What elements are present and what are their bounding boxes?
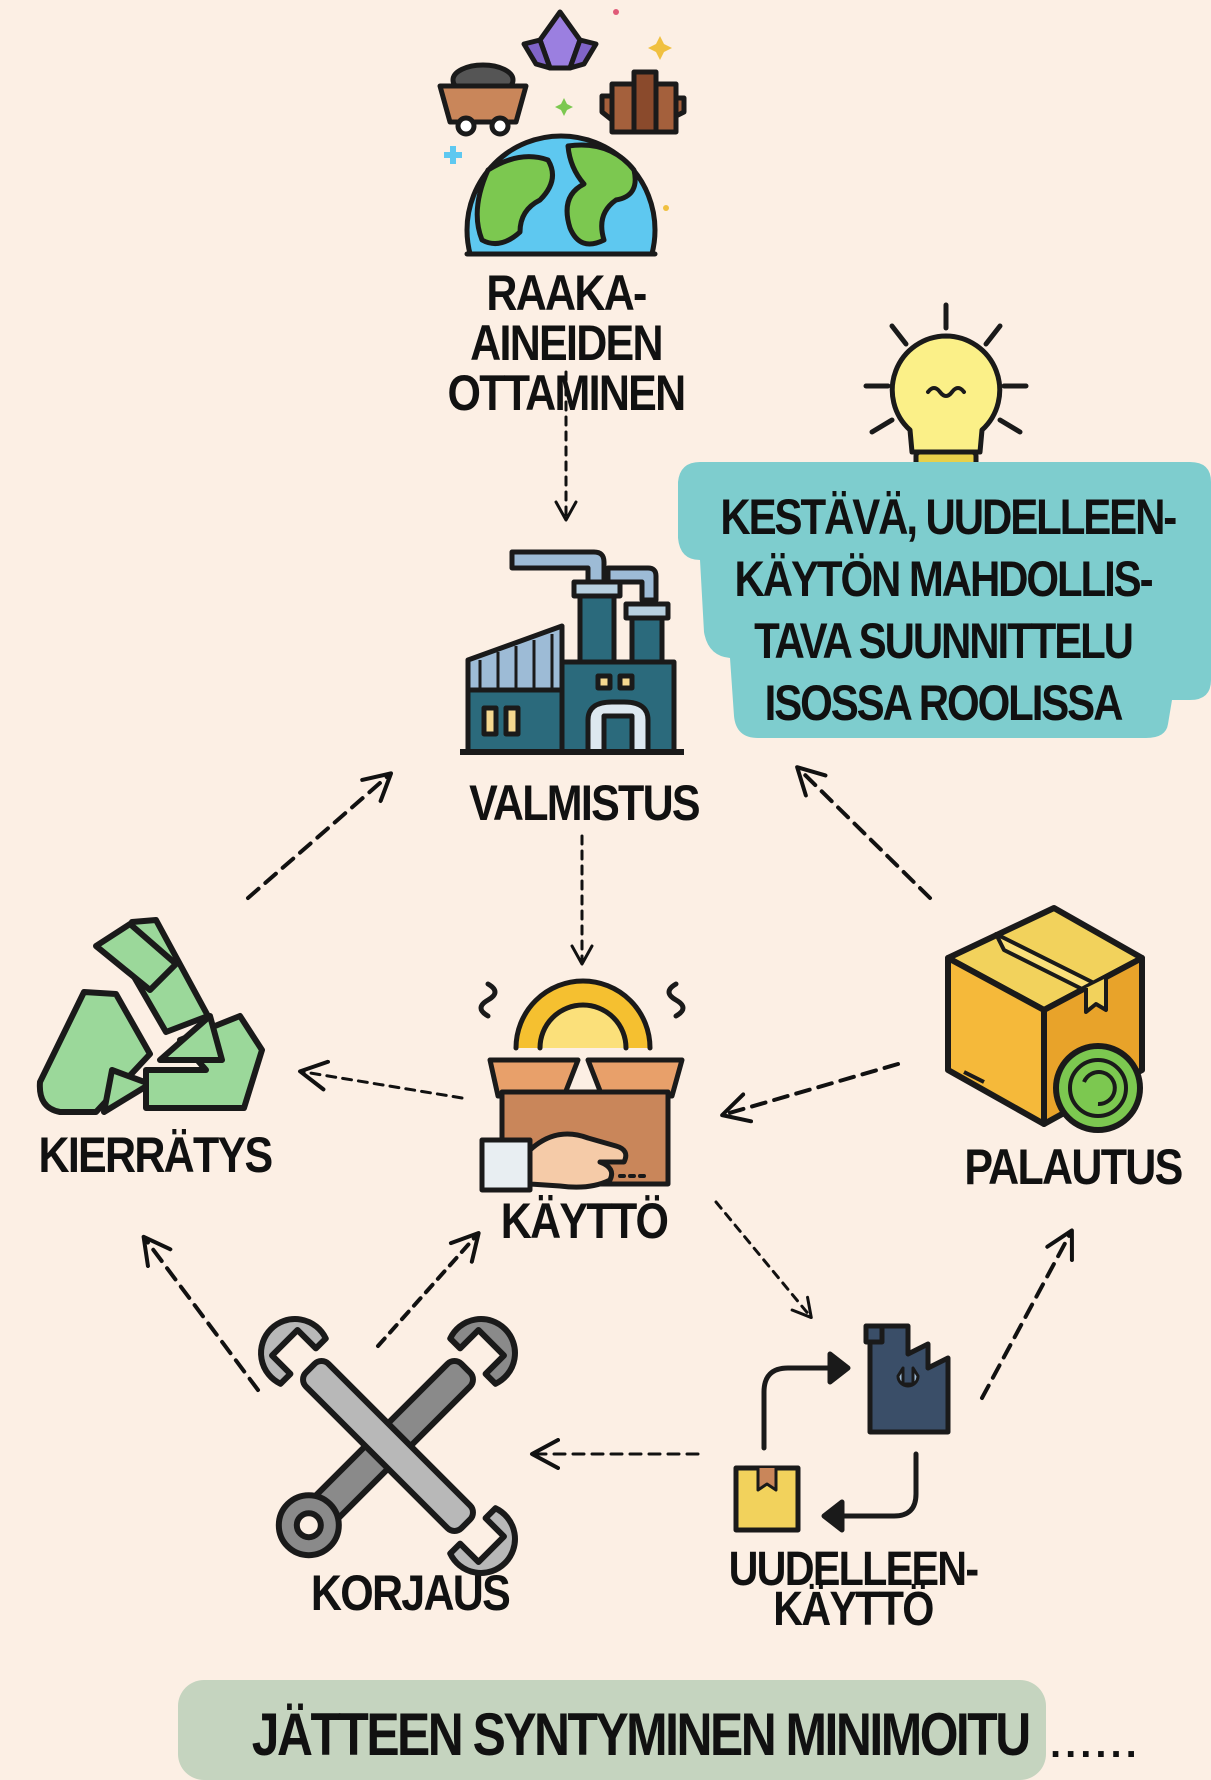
label-reuse: UUDELLEEN- KÄYTTÖ xyxy=(721,1543,984,1636)
label-raw-materials-line1: RAAKA-AINEIDEN xyxy=(470,265,663,371)
reuse-cycle-icon xyxy=(733,1323,951,1533)
callout-text: KESTÄVÄ, UUDELLEEN- KÄYTÖN MAHDOLLIS- TA… xyxy=(720,486,1177,734)
label-reuse-line2: KÄYTTÖ xyxy=(773,1583,934,1636)
callout-line-4: ISOSSA ROOLISSA xyxy=(764,675,1124,731)
earth-icon xyxy=(464,133,658,255)
footer-text: JÄTTEEN SYNTYMINEN MINIMOITU xyxy=(251,1701,1031,1768)
arrow-return-to-use xyxy=(720,1062,900,1124)
label-return: PALAUTUS xyxy=(964,1139,1183,1195)
label-raw-materials: RAAKA-AINEIDEN OTTAMINEN xyxy=(403,268,730,418)
callout-line-3: TAVA SUUNNITTELU xyxy=(754,613,1134,669)
arrow-return-to-manufacturing xyxy=(795,765,932,900)
package-return-icon xyxy=(945,905,1145,1133)
lightbulb-icon xyxy=(863,302,1029,483)
label-reuse-line1: UUDELLEEN- xyxy=(728,1543,980,1596)
arrow-repair-to-recycling xyxy=(141,1234,260,1392)
footer-banner xyxy=(178,1680,1046,1780)
label-raw-materials-line2: OTTAMINEN xyxy=(447,365,687,421)
label-use: KÄYTTÖ xyxy=(500,1193,669,1249)
label-manufacturing: VALMISTUS xyxy=(469,775,701,831)
label-recycling: KIERRÄTYS xyxy=(38,1127,273,1183)
open-box-icon xyxy=(478,978,686,1193)
arrow-recycling-to-manufacturing xyxy=(246,771,394,900)
arrow-repair-to-use xyxy=(376,1231,481,1348)
raw-materials-icons xyxy=(437,9,687,257)
mine-cart-icon xyxy=(437,62,529,137)
callout-line-1: KESTÄVÄ, UUDELLEEN- xyxy=(720,489,1177,545)
arrow-use-to-reuse xyxy=(714,1200,813,1320)
wrench-icon xyxy=(258,1316,518,1576)
label-repair: KORJAUS xyxy=(310,1565,511,1621)
footer-trailing-dots: ...... xyxy=(1050,1722,1141,1766)
arrow-use-to-recycling xyxy=(298,1059,464,1100)
arrow-reuse-to-return xyxy=(980,1228,1074,1400)
flow-arrows xyxy=(141,370,1074,1470)
factory-icon xyxy=(460,549,684,755)
crystal-icon xyxy=(521,9,599,71)
callout-line-2: KÄYTÖN MAHDOLLIS- xyxy=(734,551,1154,607)
callout-bubble xyxy=(678,462,1211,738)
wood-logs-icon xyxy=(599,69,687,135)
recycle-icon xyxy=(36,917,265,1115)
sparkle-icons xyxy=(444,9,672,211)
